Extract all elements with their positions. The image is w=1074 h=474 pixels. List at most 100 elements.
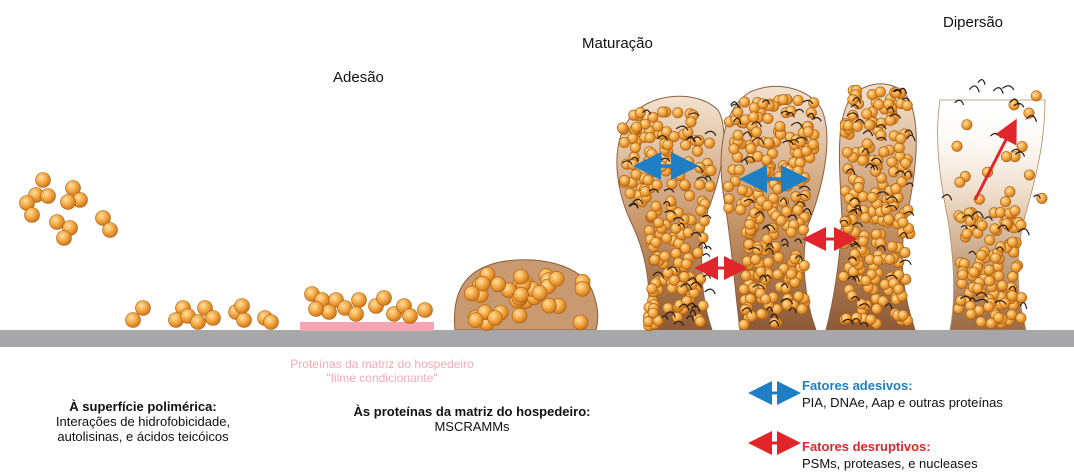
bacterial-cell — [801, 146, 811, 156]
bacterial-cell — [786, 269, 796, 279]
bacterial-cell — [679, 272, 689, 282]
bacterial-cell — [631, 122, 641, 132]
bacterial-cell — [631, 169, 641, 179]
bacterial-cell — [969, 267, 979, 277]
bacterial-cell — [648, 308, 658, 318]
bacterial-cell — [57, 231, 72, 246]
bacterial-cell — [513, 287, 528, 302]
bacterial-cell — [513, 269, 528, 284]
bacterial-cell — [965, 216, 975, 226]
bacterial-cell — [852, 121, 862, 131]
polymeric-surface — [0, 330, 1074, 347]
bacterial-cell — [955, 177, 965, 187]
bacterial-cell — [660, 251, 670, 261]
bacterial-cell — [985, 235, 995, 245]
bacterial-cell — [235, 299, 250, 314]
bacterial-cell — [671, 248, 681, 258]
bacterial-cell — [706, 165, 716, 175]
bacterial-cell — [753, 245, 763, 255]
bacterial-cell — [797, 304, 807, 314]
bacterial-cell — [745, 219, 755, 229]
bacterial-cell — [640, 186, 650, 196]
bacterial-cell — [746, 143, 756, 153]
bacterial-cell — [699, 216, 709, 226]
bacterial-cell — [647, 149, 657, 159]
bacterial-cell — [990, 253, 1000, 263]
bacterial-cell — [778, 94, 788, 104]
bacterial-cell — [894, 143, 904, 153]
bacterial-cell — [977, 220, 987, 230]
bacterial-cell — [684, 191, 694, 201]
bacterial-cell — [1000, 197, 1010, 207]
bacterial-cell — [739, 284, 749, 294]
bacterial-cell — [679, 180, 689, 190]
stage-label-adhesion: Adesão — [333, 69, 384, 86]
bacterial-cell — [873, 255, 883, 265]
bacterial-cell — [870, 166, 880, 176]
bacterial-cell — [782, 181, 792, 191]
bacterial-cell — [898, 310, 908, 320]
bacterial-cell — [962, 229, 972, 239]
bacterial-cell — [696, 205, 706, 215]
bacterial-cell — [972, 283, 982, 293]
bacterial-cell — [792, 205, 802, 215]
polymeric-surface-title: À superfície polimérica: — [28, 399, 258, 414]
bacterial-cell — [791, 191, 801, 201]
bacterial-cell — [488, 310, 503, 325]
bacterial-cell — [683, 227, 693, 237]
bacterial-cell — [724, 194, 734, 204]
bacterial-cell — [648, 112, 658, 122]
bacterial-cell — [532, 285, 547, 300]
bacterial-cell — [1005, 187, 1015, 197]
bacterial-cell — [191, 315, 206, 330]
bacterial-cell — [762, 155, 772, 165]
bacterial-cell — [635, 107, 645, 117]
bacterial-cell — [887, 241, 897, 251]
bacterial-cell — [1007, 271, 1017, 281]
matrix-strand — [969, 86, 979, 92]
bacterial-cell — [793, 95, 803, 105]
bacterial-cell — [491, 277, 506, 292]
bacterial-cell — [657, 107, 667, 117]
bacterial-cell — [956, 295, 966, 305]
bacterial-cell — [760, 294, 770, 304]
bacterial-cell — [651, 237, 661, 247]
bacterial-cell — [773, 269, 783, 279]
bacterial-cell — [673, 108, 683, 118]
bacterial-cell — [976, 317, 986, 327]
bacterial-cell — [681, 259, 691, 269]
bacterial-cell — [41, 189, 56, 204]
bacterial-cell — [1001, 151, 1011, 161]
bacterial-cell — [686, 117, 696, 127]
bacterial-cell — [966, 309, 976, 319]
bacterial-cell — [625, 188, 635, 198]
stage-label-maturation: Maturação — [582, 35, 653, 52]
bacterial-cell — [993, 312, 1003, 322]
bacterial-cell — [838, 271, 848, 281]
bacterial-cell — [798, 225, 808, 235]
bacterial-cell — [883, 214, 893, 224]
polymeric-surface-line2: autolisinas, e ácidos teicóicos — [28, 429, 258, 444]
bacterial-cell — [847, 291, 857, 301]
bacterial-cell — [349, 307, 364, 322]
bacterial-cell — [781, 206, 791, 216]
bacterial-cell — [237, 313, 252, 328]
bacterial-cell — [136, 301, 151, 316]
bacterial-cell — [619, 137, 629, 147]
bacterial-cell — [748, 112, 758, 122]
bacterial-cell — [809, 98, 819, 108]
bacterial-cell — [723, 181, 733, 191]
bacterial-cell — [793, 291, 803, 301]
bacterial-cell — [775, 121, 785, 131]
bacterial-cell — [693, 248, 703, 258]
bacterial-cell — [879, 147, 889, 157]
bacterial-cell — [861, 275, 871, 285]
matrix-strand — [704, 246, 712, 249]
bacterial-cell — [756, 309, 766, 319]
bacterial-cell — [902, 100, 912, 110]
legend-adhesive-title: Fatores adesivos: — [802, 378, 913, 393]
host-matrix-film-label-line1: Proteínas da matriz do hospedeiro — [262, 357, 502, 371]
legend-disruptive-title: Fatores desruptivos: — [802, 439, 931, 454]
bacterial-cell — [750, 254, 760, 264]
bacterial-cell — [619, 175, 629, 185]
